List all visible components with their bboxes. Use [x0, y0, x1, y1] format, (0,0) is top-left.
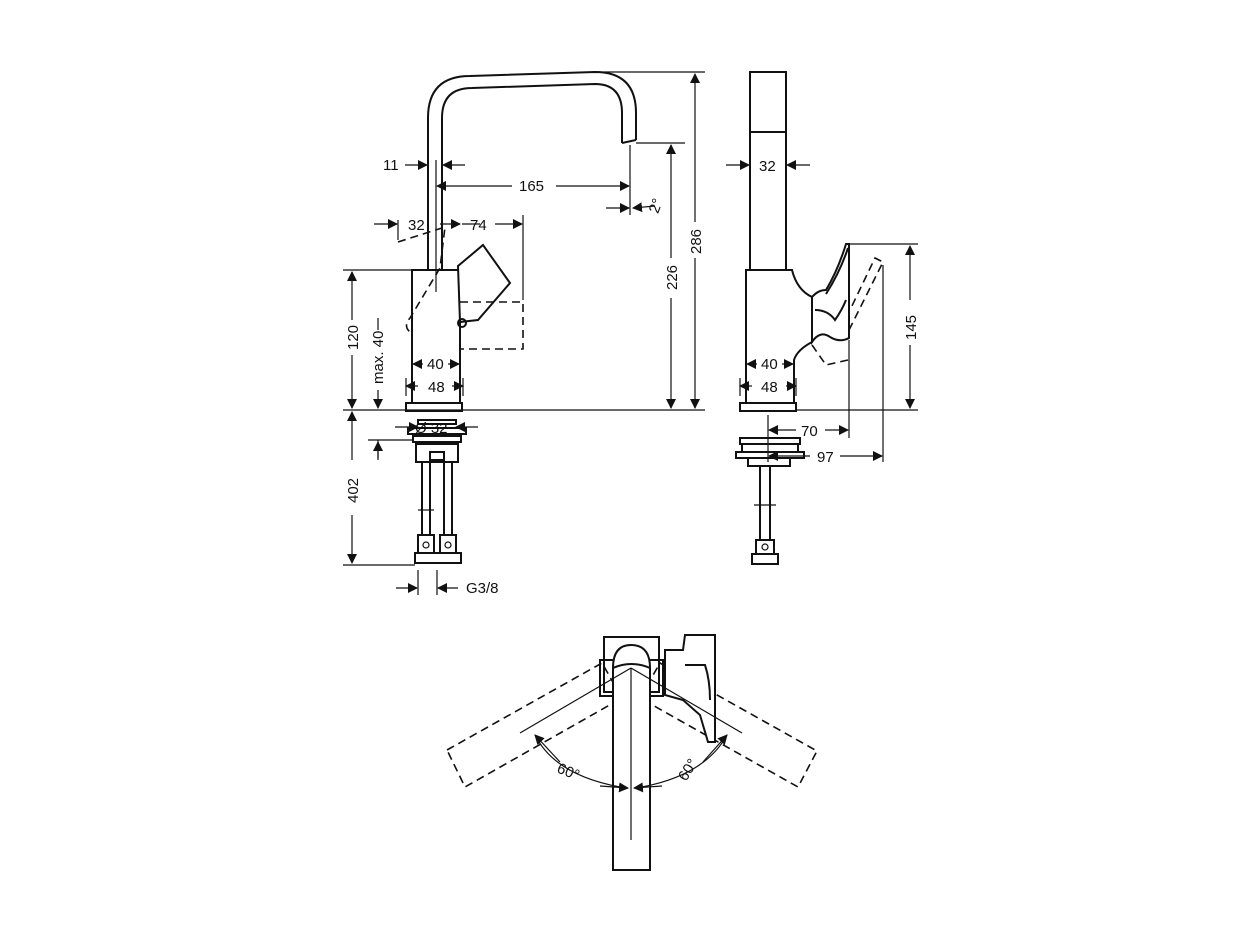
front-spout-outer: [427, 70, 637, 270]
front-dimensions: 11 165 2° 32 74 120 max. 40 40 48: [345, 73, 705, 597]
top-lever: [664, 634, 716, 743]
dim-side-spout-width: 32: [759, 158, 776, 175]
dim-angle: 2°: [646, 196, 667, 215]
dim-side-body-inner: 40: [761, 356, 778, 373]
side-view: [735, 71, 918, 565]
side-dimensions: 32 145 40 48 70 97: [726, 158, 920, 466]
dim-side-handle-height: 145: [903, 315, 920, 340]
top-swivel-right: [638, 661, 819, 789]
front-lever: [456, 243, 512, 324]
front-view: [343, 70, 705, 595]
dim-spout-height: 226: [664, 265, 681, 290]
top-swivel-left: [445, 661, 624, 789]
dim-reach: 165: [519, 178, 544, 195]
dim-height-body: 120: [345, 325, 362, 350]
front-body: [411, 269, 461, 404]
side-lever-alt: [811, 256, 885, 366]
dim-side-handle-reach-max: 97: [817, 449, 834, 466]
front-lever-alt: [397, 225, 446, 334]
dim-wall-offset: 11: [383, 157, 399, 174]
dim-top-swivel-right: 60°: [675, 756, 701, 784]
dim-body-outer: 48: [428, 379, 445, 396]
dim-body-inner: 40: [427, 356, 444, 373]
dim-total-height: 286: [688, 229, 705, 254]
dim-top-swivel-left: 60°: [555, 760, 582, 784]
dim-max-deck: max. 40: [370, 331, 387, 384]
dim-handle-left: 32: [408, 217, 425, 234]
dim-connection: G3/8: [466, 580, 499, 597]
dim-handle-right: 74: [470, 217, 487, 234]
dim-hose-length: 402: [345, 478, 362, 503]
top-view: [445, 634, 819, 871]
dim-hole-diameter: Ø 32: [415, 420, 448, 437]
dim-side-handle-reach: 70: [801, 423, 818, 440]
dim-side-body-outer: 48: [761, 379, 778, 396]
front-spout-inner: [441, 82, 623, 270]
side-body: [745, 269, 813, 404]
